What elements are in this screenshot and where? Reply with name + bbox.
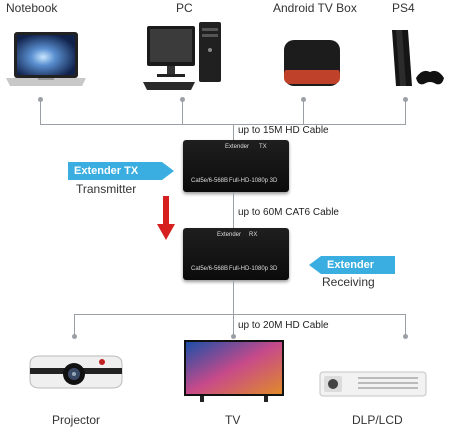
tv-label: TV [225, 413, 241, 427]
pc-drop-line [182, 100, 183, 124]
bus-to-tx-line [233, 124, 234, 140]
notebook-label: Notebook [6, 1, 58, 15]
tv-drop-line [233, 314, 234, 336]
rx-box-res: Full-HD-1080p 3D [229, 266, 278, 272]
tx-tag: Extender TX [68, 162, 174, 180]
projector-label: Projector [52, 413, 101, 427]
ps4-port [403, 97, 408, 102]
tv-icon [184, 340, 284, 402]
rx-tag: Extender RX [309, 256, 395, 289]
dlp-lcd-label: DLP/LCD [352, 413, 403, 427]
output-bus-line [74, 314, 406, 315]
cat6-link-line [233, 192, 234, 228]
rx-to-bus-line [233, 280, 234, 314]
projector-drop-line [74, 314, 75, 336]
cat6-cable-label: up to 60M CAT6 Cable [238, 207, 339, 218]
dlp-drop-line [405, 314, 406, 336]
tv-port [231, 334, 236, 339]
pc-label: PC [176, 1, 193, 15]
hd-input-cable-label: up to 15M HD Cable [238, 125, 329, 136]
tx-box-cat: Cat5e/6-568B [191, 178, 229, 184]
ps4-icon [392, 30, 444, 86]
tx-caption: Transmitter [76, 182, 137, 196]
hd-output-cable-label: up to 20M HD Cable [238, 320, 329, 331]
android-drop-line [303, 100, 304, 124]
source-bus-line [40, 124, 406, 125]
notebook-drop-line [40, 100, 41, 124]
receiver-box: Extender RX Cat5e/6-568B Full-HD-1080p 3… [183, 228, 289, 280]
rx-box-title: Extender [217, 232, 242, 238]
projector-icon [29, 355, 123, 389]
transmitter-box: Extender TX Cat5e/6-568B Full-HD-1080p 3… [183, 140, 289, 192]
tx-box-title: Extender [225, 144, 250, 150]
dlp-projector-icon [319, 371, 427, 397]
rx-caption: Receiving [322, 275, 375, 289]
tx-box-mode: TX [259, 144, 267, 150]
pc-port [180, 97, 185, 102]
tx-box-res: Full-HD-1080p 3D [229, 178, 278, 184]
rx-box-cat: Cat5e/6-568B [191, 266, 229, 272]
android-tv-box-icon [284, 40, 340, 86]
dlp-port [403, 334, 408, 339]
ps4-label: PS4 [392, 1, 415, 15]
android-tv-box-port [301, 97, 306, 102]
projector-port [72, 334, 77, 339]
notebook-icon [6, 32, 86, 86]
ps4-drop-line [405, 100, 406, 124]
down-arrow-icon [157, 196, 175, 240]
android-tv-box-label: Android TV Box [273, 1, 357, 15]
pc-icon [143, 22, 221, 90]
rx-box-mode: RX [249, 232, 258, 238]
notebook-port [38, 97, 43, 102]
